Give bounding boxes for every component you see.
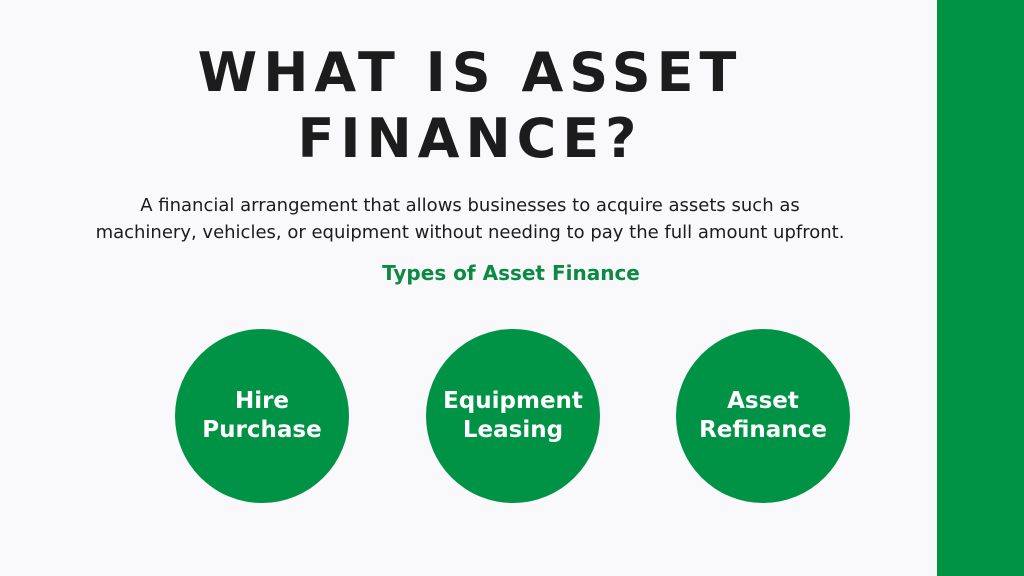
type-label: Hire Purchase [202,387,321,445]
types-subtitle: Types of Asset Finance [382,261,640,285]
type-circle-equipment-leasing: Equipment Leasing [426,329,600,503]
green-side-bar [937,0,1024,576]
type-label: Equipment Leasing [443,387,583,445]
description: A financial arrangement that allows busi… [40,192,900,246]
type-label-line-2: Refinance [699,417,827,443]
type-circle-asset-refinance: Asset Refinance [676,329,850,503]
type-label-line-1: Hire [234,388,290,414]
type-label-line-2: Leasing [462,417,564,443]
description-line-1: A financial arrangement that allows busi… [140,195,800,216]
description-line-2: machinery, vehicles, or equipment withou… [95,222,845,243]
page-title-line-1: WHAT IS ASSET [197,41,743,104]
type-label-line-1: Asset [727,388,799,414]
type-label-line-1: Equipment [443,388,583,414]
type-label: Asset Refinance [699,387,827,445]
type-circle-hire-purchase: Hire Purchase [175,329,349,503]
type-label-line-2: Purchase [202,417,322,443]
page-title: WHAT IS ASSET FINANCE? [60,40,880,172]
page-title-line-2: FINANCE? [297,107,643,170]
